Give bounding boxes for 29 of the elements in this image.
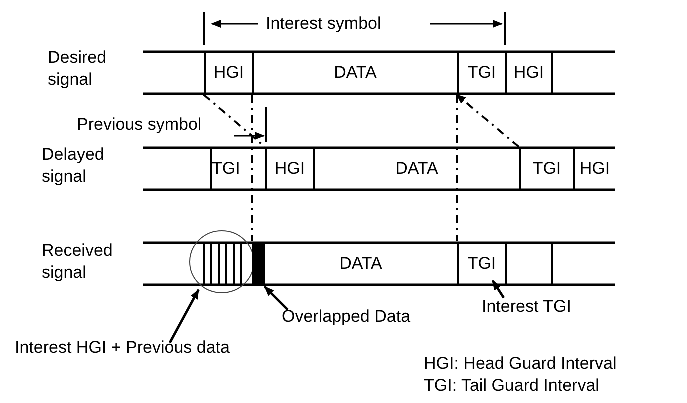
- cell-text: TGI: [212, 159, 240, 179]
- signal-label: Received signal: [42, 240, 114, 284]
- signal-label: Desired signal: [48, 47, 108, 91]
- abbreviation-note: HGI: Head Guard Interval: [424, 353, 617, 375]
- signal-cell: [505, 52, 553, 94]
- signal-label: Delayed signal: [42, 144, 106, 188]
- cell-text: HGI: [274, 159, 306, 179]
- overlap-block: [252, 243, 265, 285]
- dash-dot-line: [456, 94, 520, 148]
- highlight-ellipse: [190, 230, 254, 294]
- cell-text: DATA: [340, 254, 382, 274]
- cell-text: TGI: [532, 159, 562, 179]
- callout-text: Interest HGI + Previous data: [15, 337, 230, 359]
- leader-arrow: [492, 280, 506, 299]
- abbreviation-note: TGI: Tail Guard Interval: [424, 375, 600, 397]
- cell-text: DATA: [396, 159, 438, 179]
- signal-cell: [505, 243, 553, 285]
- cell-text: TGI: [468, 63, 496, 83]
- callout-text: Interest TGI: [482, 296, 572, 318]
- leader-arrow: [168, 289, 200, 344]
- cell-text: HGI: [514, 63, 544, 83]
- leader-arrow: [264, 286, 289, 311]
- cell-text: HGI: [580, 159, 610, 179]
- cell-text: DATA: [334, 63, 377, 83]
- dimension-label: Previous symbol: [77, 114, 202, 136]
- cell-text: HGI: [214, 63, 244, 83]
- callout-text: Overlapped Data: [282, 306, 411, 328]
- dash-dot-line: [203, 94, 266, 148]
- cell-text: TGI: [468, 254, 496, 274]
